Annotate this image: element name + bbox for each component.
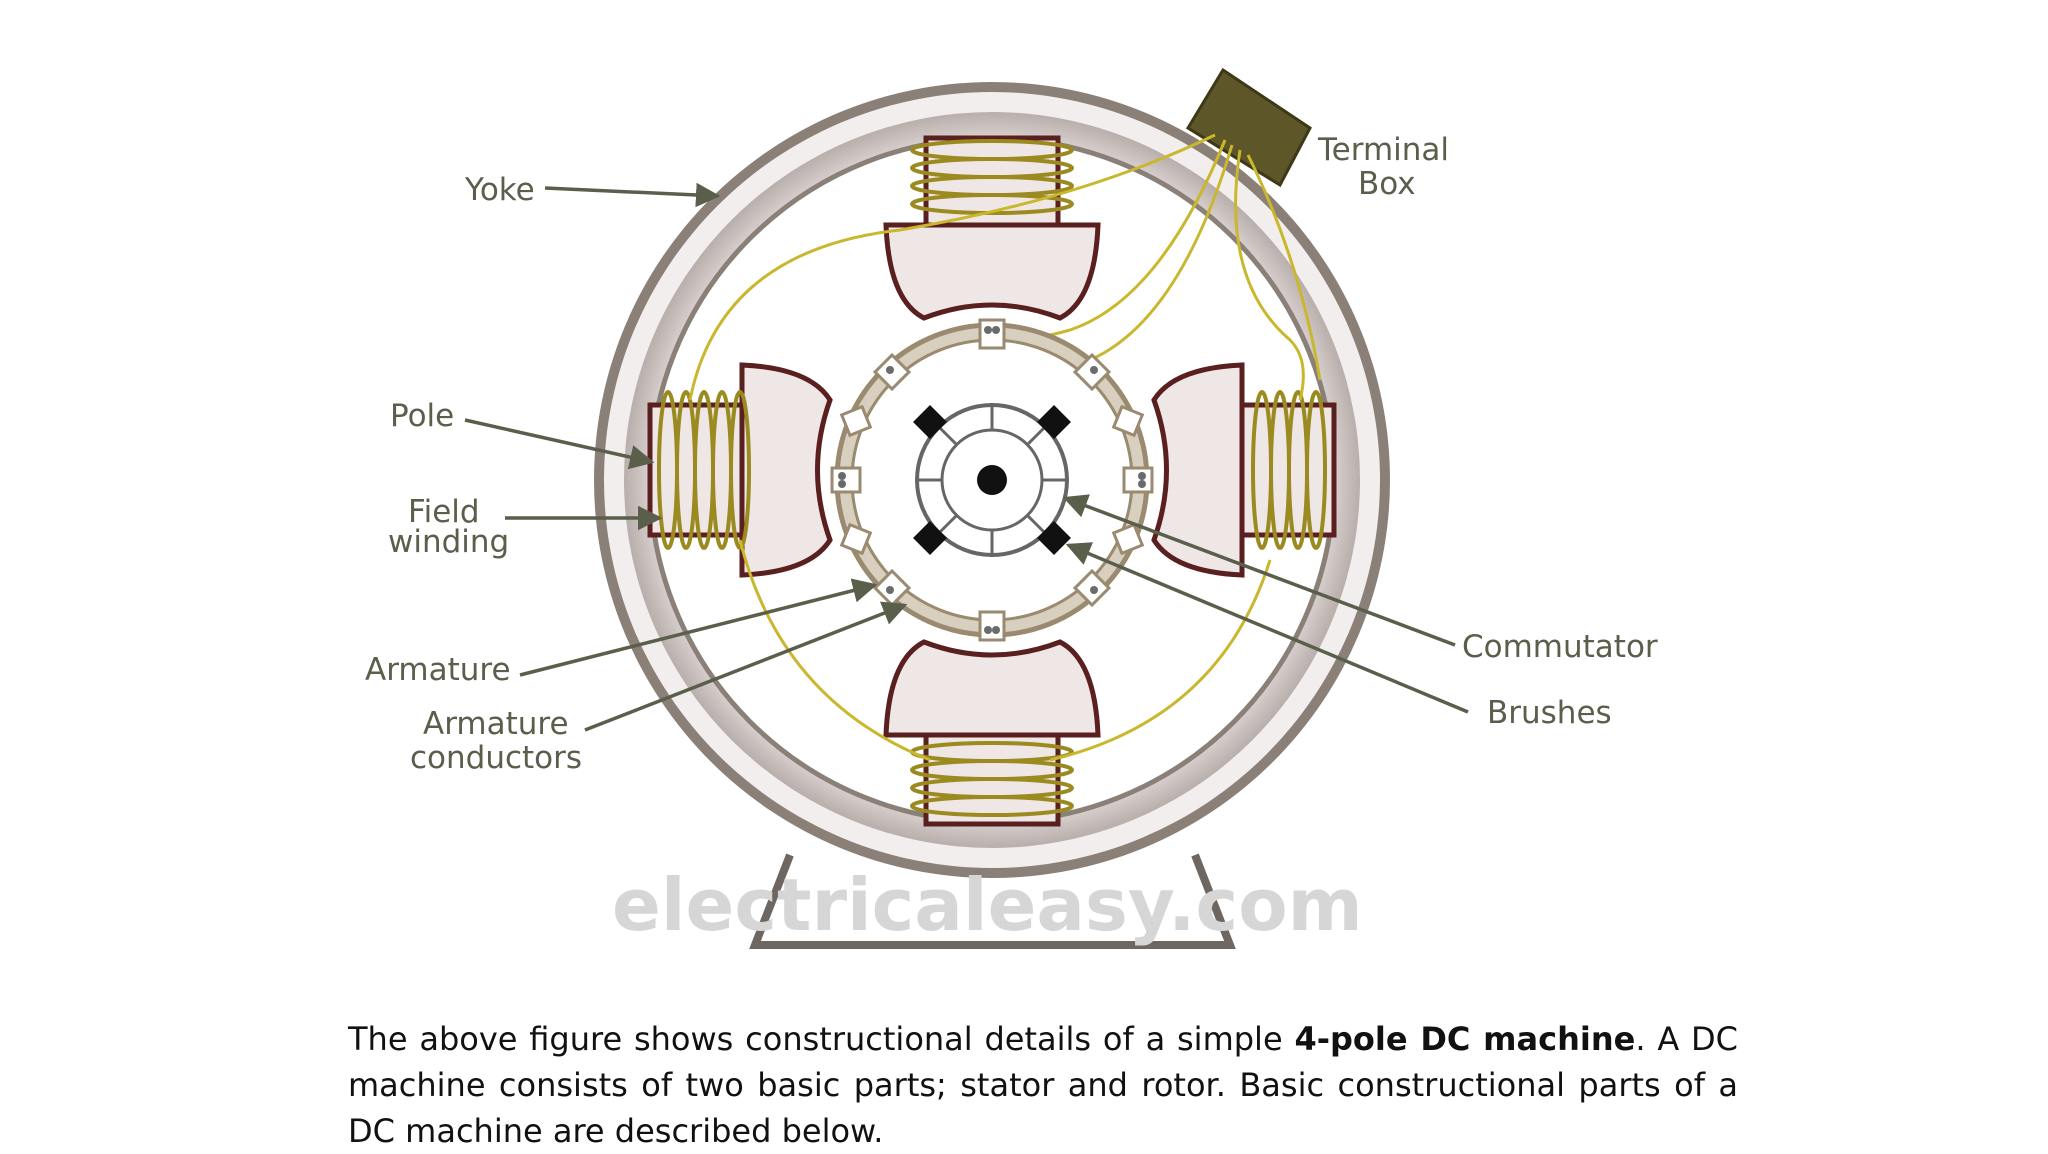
label-armature-conductors-line1: Armature (423, 706, 569, 742)
brushes (913, 405, 1071, 555)
field-winding-right (1251, 390, 1327, 550)
caption-bold-term: 4-pole DC machine (1294, 1020, 1636, 1058)
commutator (915, 403, 1069, 557)
label-field-winding-line2: winding (388, 524, 509, 560)
armature-conductors (838, 326, 1146, 634)
label-terminal-box-line2: Box (1358, 166, 1416, 202)
label-arrows (464, 182, 1469, 732)
label-terminal-box-line1: Terminal (1317, 132, 1449, 168)
shaft (977, 465, 1007, 495)
caption-paragraph: The above figure shows constructional de… (348, 1016, 1738, 1154)
caption-text-part2: . A DC machine consists of two basic par… (348, 1020, 1739, 1150)
label-field-winding-line1: Field (408, 494, 480, 530)
dc-machine-diagram: Yoke Terminal Box Pole Field winding Arm… (365, 67, 1658, 949)
field-winding-left (657, 390, 751, 550)
label-armature: Armature (365, 652, 511, 688)
field-winding-top (910, 139, 1074, 215)
label-brushes: Brushes (1487, 695, 1612, 731)
connecting-wires (688, 133, 1322, 762)
watermark: electricaleasy.com (612, 863, 1363, 947)
label-commutator: Commutator (1462, 629, 1658, 665)
terminal-box (1185, 67, 1312, 188)
machine-stand (749, 853, 1236, 949)
label-pole: Pole (390, 398, 454, 434)
label-armature-conductors-line2: conductors (410, 740, 582, 776)
pole-bottom (883, 639, 1101, 827)
label-yoke: Yoke (464, 172, 535, 208)
caption-text-part1: The above figure shows constructional de… (348, 1020, 1295, 1058)
